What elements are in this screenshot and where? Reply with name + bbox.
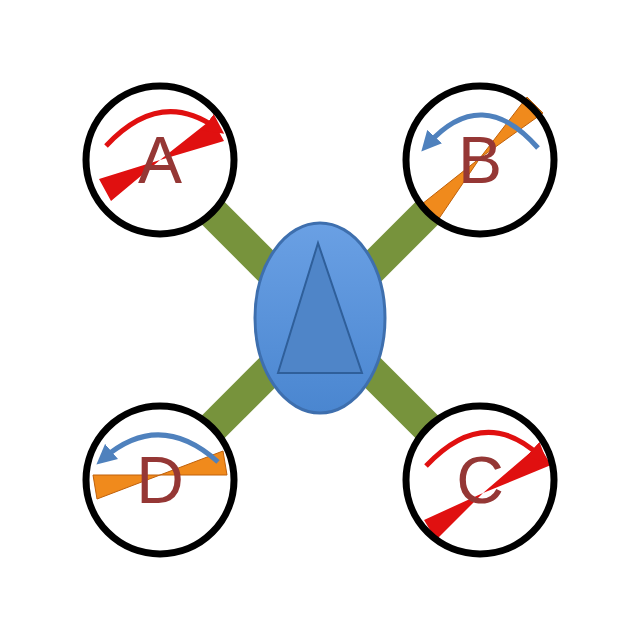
rotor-outline-circle: [406, 86, 554, 234]
rotor-letter: D: [136, 447, 184, 513]
rotor-outline-circle: [86, 406, 234, 554]
rotor-letter: B: [458, 127, 502, 193]
rotor-letter: C: [456, 447, 504, 513]
body: [255, 223, 385, 413]
rotor-disc: [86, 86, 234, 234]
propeller: [424, 445, 551, 540]
rotor-circle: B: [402, 82, 558, 238]
heading-triangle: [278, 243, 362, 373]
frame-arms: [180, 180, 460, 460]
arm: [180, 180, 460, 460]
rotor-discs: [86, 86, 554, 554]
rotor-circle: A: [82, 82, 238, 238]
rotor-outline-circle: [86, 86, 234, 234]
rotor-circle: D: [82, 402, 238, 558]
rotor-outline-circle: [406, 406, 554, 554]
rotor-disc: [406, 406, 554, 554]
propeller: [422, 97, 543, 220]
rotor-circle: C: [402, 402, 558, 558]
rotor-disc: [86, 406, 234, 554]
rotor-letter: A: [138, 127, 182, 193]
rotor-disc: [406, 86, 554, 234]
arm: [180, 180, 460, 460]
